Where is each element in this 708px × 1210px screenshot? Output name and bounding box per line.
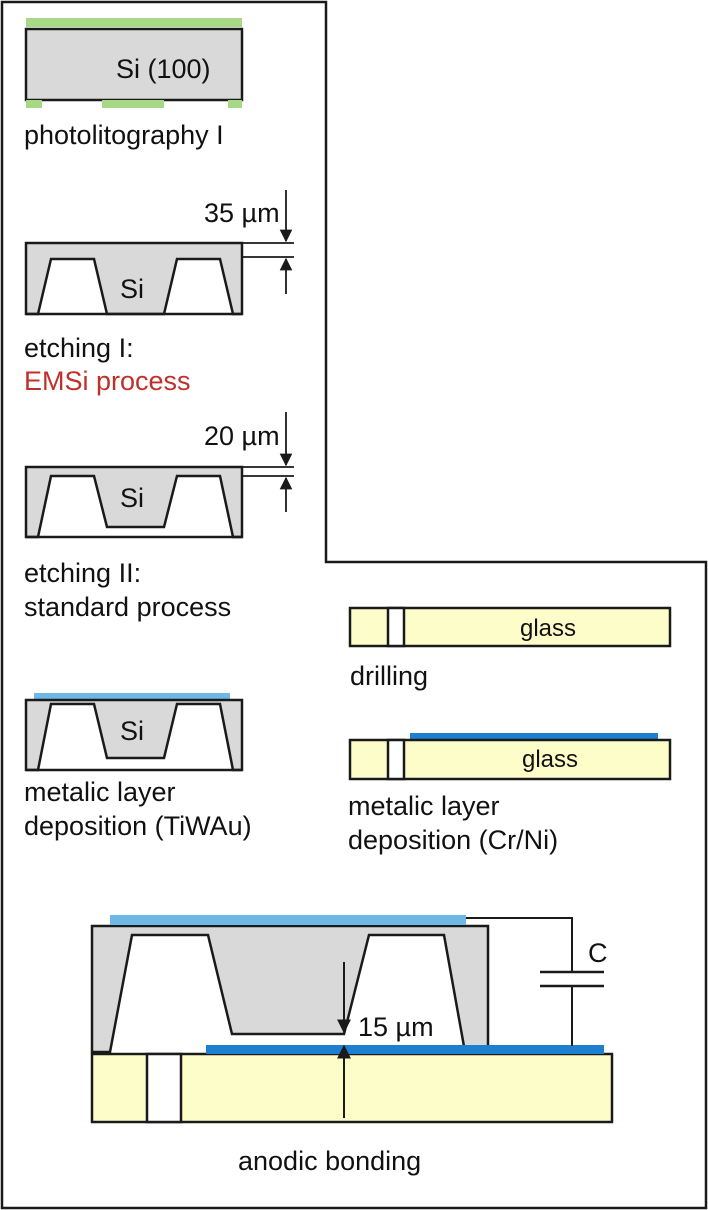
substrate-label: Si (100) [116, 54, 211, 84]
step-metal-deposition-si: Si metalic layer deposition (TiWAu) [24, 693, 252, 841]
step-caption-line1: metalic layer [24, 777, 176, 807]
photoresist-bottom-mid [102, 100, 164, 108]
step-drilling: glass drilling [348, 606, 672, 691]
drilled-hole [386, 738, 406, 781]
tiwau-layer [34, 693, 230, 699]
gap-label: 15 µm [358, 1012, 434, 1042]
crni-electrode [206, 1045, 604, 1054]
step-caption-line1: etching I: [24, 333, 134, 363]
capacitor-label: C [588, 938, 608, 968]
step-caption-line2: standard process [24, 592, 231, 622]
drilled-hole [145, 1052, 183, 1124]
photoresist-top [26, 18, 242, 27]
step-caption-line1: etching II: [24, 558, 141, 588]
photoresist-bottom-left [26, 100, 42, 108]
photoresist-bottom-right [228, 100, 242, 108]
step-caption-line2: deposition (Cr/Ni) [348, 825, 558, 855]
step-caption-line2: EMSi process [24, 366, 191, 396]
tiwau-layer [110, 915, 466, 925]
step-anodic-bonding: C 15 µm anodic bonding [90, 915, 614, 1176]
depth-label: 20 µm [204, 421, 280, 451]
step-etching-1: Si 35 µm etching I: EMSi process [24, 190, 294, 396]
substrate-label: Si [120, 483, 144, 513]
drilled-hole [386, 606, 406, 648]
capacitor-wire-top [466, 917, 573, 972]
step-metal-deposition-glass: glass metalic layer deposition (Cr/Ni) [348, 733, 672, 855]
depth-label: 35 µm [204, 198, 280, 228]
step-etching-2: Si 20 µm etching II: standard process [24, 412, 294, 622]
step-caption: anodic bonding [238, 1146, 421, 1176]
substrate-label: glass [522, 746, 578, 773]
step-caption: photolitography I [24, 120, 224, 150]
step-caption-line2: deposition (TiWAu) [24, 811, 252, 841]
step-photolithography: Si (100) photolitography I [24, 18, 244, 150]
step-caption: drilling [350, 661, 428, 691]
step-caption-line1: metalic layer [348, 791, 500, 821]
substrate-label: glass [520, 615, 576, 642]
substrate-label: Si [120, 274, 144, 304]
crni-layer [410, 733, 658, 740]
substrate-label: Si [120, 716, 144, 746]
